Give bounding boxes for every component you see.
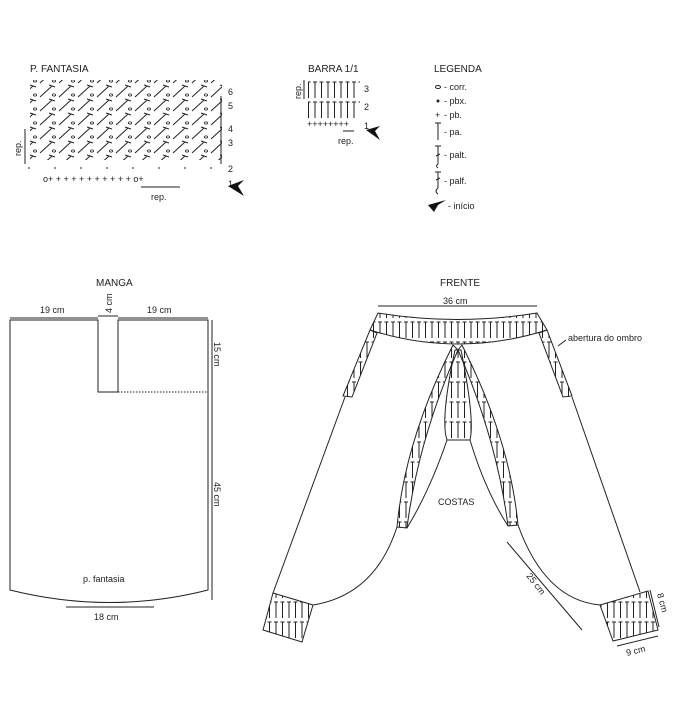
sleeve-outline xyxy=(9,319,209,603)
start-arrow-icon xyxy=(366,126,380,140)
barra-stitch-grid xyxy=(308,80,360,120)
legend-label: - palt. xyxy=(444,150,467,160)
rep-label: rep. xyxy=(151,192,167,202)
chain-oval-icon xyxy=(435,85,441,89)
legend-label: - início xyxy=(448,201,475,211)
barra-chart: BARRA 1/1 ++++++++ 3 2 1 rep. rep. xyxy=(293,64,380,146)
legend-label: - palf. xyxy=(444,176,467,186)
row-number: 3 xyxy=(228,138,233,148)
frente-schematic: FRENTE 36 cm COSTAS abertura do ombro 25… xyxy=(262,278,670,658)
dim-cuff-width: 18 cm xyxy=(94,612,119,622)
dim-waist-width: 36 cm xyxy=(443,296,468,306)
rep-label-vertical: rep. xyxy=(13,140,23,156)
front-post-double-crochet-icon xyxy=(435,171,441,195)
left-cuff-ribbing xyxy=(262,592,314,643)
legend: LEGENDA - corr. - pbx. + - pb. - pa. - p… xyxy=(428,64,482,212)
rep-label: rep. xyxy=(338,136,354,146)
start-arrow-icon xyxy=(428,200,446,212)
double-crochet-icon xyxy=(435,145,441,169)
legend-title: LEGENDA xyxy=(434,64,482,75)
dim-width-right: 19 cm xyxy=(147,305,172,315)
dim-slit-height: 15 cm xyxy=(212,342,222,367)
row-number: 3 xyxy=(364,84,369,94)
fantasia-chart: P. FANTASIA ο+ + + + + + + + + + + ο+ 1 … xyxy=(13,64,244,202)
row-number: 2 xyxy=(228,164,233,174)
dim-cuff-width: 9 cm xyxy=(625,644,646,658)
dim-sleeve-length: 25 cm xyxy=(524,571,547,596)
single-crochet-plus-icon: + xyxy=(435,110,440,120)
row-number: 4 xyxy=(228,124,233,134)
manga-schematic: MANGA 19 cm 4 cm 19 cm 15 cm 45 cm p. fa… xyxy=(9,278,222,622)
dim-body-height: 45 cm xyxy=(212,482,222,507)
shoulder-opening-label: abertura do ombro xyxy=(568,333,642,343)
row-number: 5 xyxy=(228,101,233,111)
row-number: 6 xyxy=(228,87,233,97)
row-number: 2 xyxy=(364,102,369,112)
left-shoulder-ribbing xyxy=(342,329,378,398)
legend-label: - corr. xyxy=(444,82,467,92)
base-chain-marks: ο+ + + + + + + + + + + ο+ xyxy=(43,174,144,184)
dim-cuff-height: 8 cm xyxy=(655,592,670,613)
dim-slit-width: 4 cm xyxy=(104,293,114,313)
fantasia-title: P. FANTASIA xyxy=(30,64,89,75)
frente-title: FRENTE xyxy=(440,278,480,289)
legend-label: - pb. xyxy=(444,110,462,120)
neck-ribbing xyxy=(369,312,548,345)
rep-label-vertical: rep. xyxy=(293,83,303,99)
manga-title: MANGA xyxy=(96,278,133,289)
right-shoulder-ribbing xyxy=(538,329,573,398)
legend-label: - pa. xyxy=(444,127,462,137)
row-number: 1 xyxy=(228,179,233,189)
legend-label: - pbx. xyxy=(444,96,467,106)
barra-title: BARRA 1/1 xyxy=(308,64,359,75)
back-label: COSTAS xyxy=(438,497,474,507)
start-arrow-icon xyxy=(228,180,244,196)
fantasia-stitch-grid xyxy=(30,80,222,160)
row-number: 1 xyxy=(364,121,369,131)
half-double-crochet-icon xyxy=(435,122,441,140)
slip-stitch-dot-icon xyxy=(436,99,440,103)
dim-width-left: 19 cm xyxy=(40,305,65,315)
right-cuff-ribbing xyxy=(599,590,659,642)
barra-base-row: ++++++++ xyxy=(307,119,349,129)
pattern-label: p. fantasia xyxy=(83,574,125,584)
